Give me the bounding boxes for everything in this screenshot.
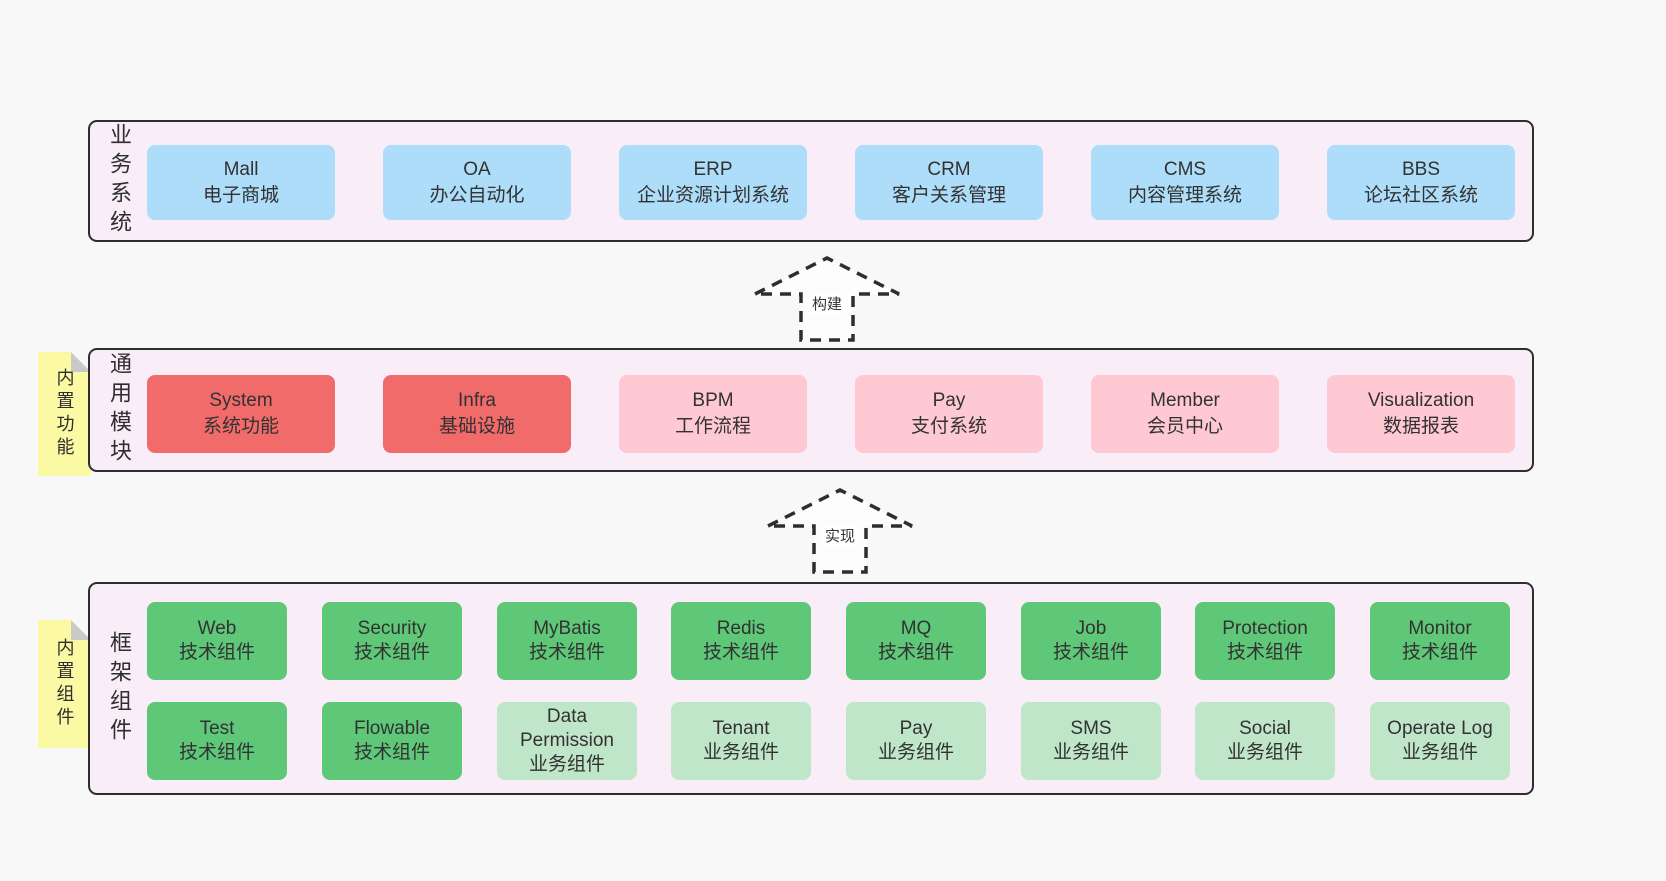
box-mybatis: MyBatis 技术组件 <box>497 602 637 680</box>
box-pay-module: Pay 支付系统 <box>855 375 1043 453</box>
box-name: Infra <box>457 390 497 411</box>
box-crm: CRM 客户关系管理 <box>855 145 1043 220</box>
box-visualization: Visualization 数据报表 <box>1327 375 1515 453</box>
box-desc: 业务组件 <box>877 742 954 763</box>
box-name: Tenant <box>712 718 770 739</box>
box-desc: 技术组件 <box>528 642 605 663</box>
box-desc: 技术组件 <box>353 642 430 663</box>
box-name: MQ <box>900 618 932 639</box>
box-name: Test <box>199 718 235 739</box>
sticky-tag-built-in-components: 内置组件 <box>38 620 91 748</box>
box-cms: CMS 内容管理系统 <box>1091 145 1279 220</box>
box-desc: 电子商城 <box>202 184 279 206</box>
box-name: MyBatis <box>533 618 601 639</box>
box-desc: 系统功能 <box>202 416 279 437</box>
box-name: Member <box>1150 390 1220 411</box>
box-name: Monitor <box>1408 618 1472 639</box>
box-infra: Infra 基础设施 <box>383 375 571 453</box>
box-desc: 技术组件 <box>178 742 255 763</box>
box-flowable: Flowable 技术组件 <box>322 702 462 780</box>
box-protection: Protection 技术组件 <box>1195 602 1335 680</box>
box-name: Redis <box>716 618 766 639</box>
box-name: CRM <box>927 158 971 180</box>
box-name: BBS <box>1401 158 1441 180</box>
box-desc: 技术组件 <box>877 642 954 663</box>
layer-label-framework-components: 框架组件 <box>107 630 132 747</box>
box-web: Web 技术组件 <box>147 602 287 680</box>
sticky-tag-label: 内置组件 <box>54 638 75 730</box>
box-name: Web <box>197 618 237 639</box>
box-name: CMS <box>1163 158 1207 180</box>
box-bbs: BBS 论坛社区系统 <box>1327 145 1515 220</box>
box-desc: 业务组件 <box>702 742 779 763</box>
box-desc: 客户关系管理 <box>891 184 1006 206</box>
box-system: System 系统功能 <box>147 375 335 453</box>
box-name: Mall <box>223 158 259 180</box>
box-erp: ERP 企业资源计划系统 <box>619 145 807 220</box>
box-name: Social <box>1239 718 1291 739</box>
box-name: Operate Log <box>1387 718 1493 739</box>
box-security: Security 技术组件 <box>322 602 462 680</box>
box-name: Visualization <box>1367 390 1475 411</box>
box-desc: 技术组件 <box>1052 642 1129 663</box>
box-redis: Redis 技术组件 <box>671 602 811 680</box>
box-desc: 业务组件 <box>1401 742 1478 763</box>
box-desc: 企业资源计划系统 <box>636 184 789 206</box>
box-name: System <box>209 390 273 411</box>
box-tenant: Tenant 业务组件 <box>671 702 811 780</box>
box-name: Job <box>1075 618 1107 639</box>
box-desc: 技术组件 <box>1401 642 1478 663</box>
box-name: Flowable <box>353 718 431 739</box>
box-mq: MQ 技术组件 <box>846 602 986 680</box>
box-sms: SMS 业务组件 <box>1021 702 1161 780</box>
arrow-build: 构建 <box>747 252 907 344</box>
box-desc: 技术组件 <box>353 742 430 763</box>
box-desc: 业务组件 <box>528 754 605 775</box>
box-job: Job 技术组件 <box>1021 602 1161 680</box>
box-name: SMS <box>1070 718 1112 739</box>
box-name: Protection <box>1222 618 1308 639</box>
box-pay-component: Pay 业务组件 <box>846 702 986 780</box>
box-desc: 工作流程 <box>674 416 751 437</box>
arrow-implement: 实现 <box>760 484 920 576</box>
box-bpm: BPM 工作流程 <box>619 375 807 453</box>
layer-label-business-systems: 业务系统 <box>107 123 132 239</box>
arrow-label-build: 构建 <box>808 294 846 315</box>
box-mall: Mall 电子商城 <box>147 145 335 220</box>
box-monitor: Monitor 技术组件 <box>1370 602 1510 680</box>
sticky-tag-label: 内置功能 <box>54 368 75 460</box>
layer-business-systems: 业务系统 Mall 电子商城 OA 办公自动化 ERP 企业资源计划系统 CRM… <box>88 120 1534 242</box>
box-desc: 数据报表 <box>1382 416 1459 437</box>
box-desc: 业务组件 <box>1052 742 1129 763</box>
box-data-permission: Data Permission 业务组件 <box>497 702 637 780</box>
layer-framework-components: 框架组件 Web 技术组件 Security 技术组件 MyBatis 技术组件… <box>88 582 1534 795</box>
sticky-tag-built-in-features: 内置功能 <box>38 352 91 476</box>
box-oa: OA 办公自动化 <box>383 145 571 220</box>
box-social: Social 业务组件 <box>1195 702 1335 780</box>
layer-label-common-modules: 通用模块 <box>107 352 132 468</box>
box-name: Pay <box>932 390 966 411</box>
arrow-label-implement: 实现 <box>821 526 859 547</box>
box-name: Pay <box>899 718 933 739</box>
box-desc: 技术组件 <box>702 642 779 663</box>
box-desc: 技术组件 <box>1226 642 1303 663</box>
box-name: ERP <box>693 158 733 180</box>
box-name: OA <box>463 158 491 180</box>
box-desc: 会员中心 <box>1146 416 1223 437</box>
box-desc: 业务组件 <box>1226 742 1303 763</box>
box-desc: 基础设施 <box>438 416 515 437</box>
box-test: Test 技术组件 <box>147 702 287 780</box>
box-name: BPM <box>692 390 734 411</box>
box-member: Member 会员中心 <box>1091 375 1279 453</box>
box-name: Security <box>357 618 427 639</box>
box-desc: 论坛社区系统 <box>1363 184 1478 206</box>
box-desc: 技术组件 <box>178 642 255 663</box>
box-operate-log: Operate Log 业务组件 <box>1370 702 1510 780</box>
box-name: Data Permission <box>520 706 614 751</box>
box-desc: 支付系统 <box>910 416 987 437</box>
layer-common-modules: 通用模块 System 系统功能 Infra 基础设施 BPM 工作流程 Pay… <box>88 348 1534 472</box>
box-desc: 内容管理系统 <box>1127 184 1242 206</box>
box-desc: 办公自动化 <box>429 184 525 206</box>
